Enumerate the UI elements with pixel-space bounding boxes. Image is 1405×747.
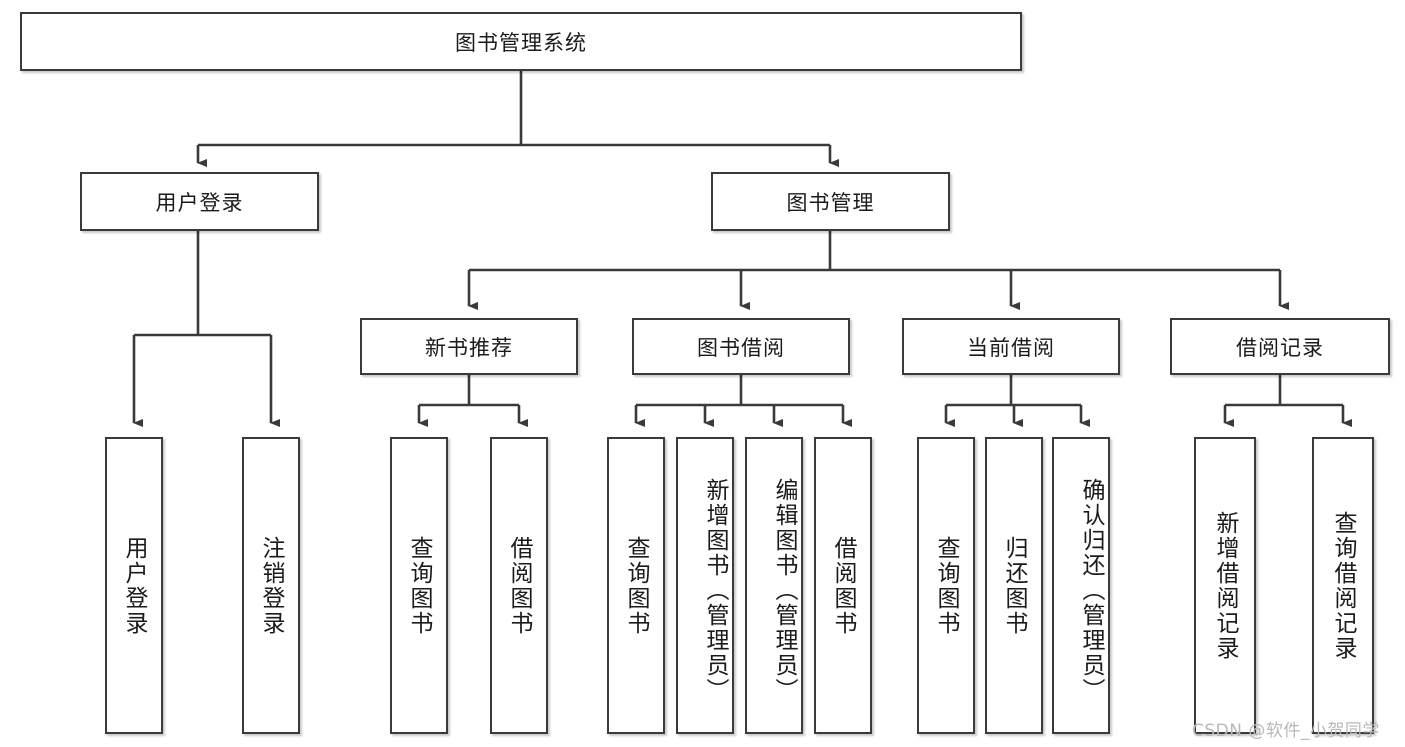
leaf-borrow-record-query-record[interactable]: 查询借阅记录 [1312, 437, 1374, 734]
leaf-current-borrow-query-book[interactable]: 查询图书 [917, 437, 975, 734]
leaf-label: 确认归还（管理员） [1078, 478, 1104, 703]
leaf-label: 查询借阅记录 [1330, 510, 1356, 661]
leaf-label: 用户登录 [121, 535, 147, 636]
leaf-label: 查询图书 [933, 535, 959, 636]
leaf-user-login-login[interactable]: 用户登录 [105, 437, 163, 734]
node-root[interactable]: 图书管理系统 [20, 12, 1022, 71]
leaf-current-borrow-confirm-return-admin[interactable]: 确认归还（管理员） [1052, 437, 1110, 734]
node-current-borrow[interactable]: 当前借阅 [902, 318, 1120, 375]
node-new-book-recommend-label: 新书推荐 [425, 335, 513, 360]
leaf-new-book-query-book[interactable]: 查询图书 [390, 437, 448, 734]
leaf-book-borrow-edit-book-admin[interactable]: 编辑图书（管理员） [745, 437, 803, 734]
node-book-management-label: 图书管理 [786, 190, 875, 215]
leaf-label: 编辑图书（管理员） [771, 478, 797, 703]
node-user-login-label: 用户登录 [155, 190, 244, 215]
node-user-login[interactable]: 用户登录 [80, 172, 319, 231]
leaf-book-borrow-add-book-admin[interactable]: 新增图书（管理员） [676, 437, 734, 734]
leaf-borrow-record-add-record[interactable]: 新增借阅记录 [1194, 437, 1256, 734]
leaf-label: 借阅图书 [506, 535, 532, 636]
leaf-label: 查询图书 [406, 535, 432, 636]
leaf-new-book-borrow-book[interactable]: 借阅图书 [490, 437, 548, 734]
node-borrow-record[interactable]: 借阅记录 [1170, 318, 1390, 375]
leaf-book-borrow-query-book[interactable]: 查询图书 [607, 437, 665, 734]
node-current-borrow-label: 当前借阅 [967, 335, 1055, 360]
leaf-label: 新增借阅记录 [1212, 510, 1238, 661]
node-new-book-recommend[interactable]: 新书推荐 [360, 318, 578, 375]
leaf-book-borrow-borrow-book[interactable]: 借阅图书 [814, 437, 872, 734]
watermark: CSDN @软件_小贺同学 [1192, 721, 1380, 741]
leaf-label: 新增图书（管理员） [702, 478, 728, 703]
leaf-label: 归还图书 [1001, 535, 1027, 636]
leaf-user-login-logout[interactable]: 注销登录 [242, 437, 300, 734]
node-book-management[interactable]: 图书管理 [711, 172, 950, 231]
node-root-label: 图书管理系统 [455, 30, 587, 55]
leaf-label: 查询图书 [623, 535, 649, 636]
leaf-label: 注销登录 [258, 535, 284, 636]
node-book-borrow-label: 图书借阅 [697, 335, 785, 360]
leaf-label: 借阅图书 [830, 535, 856, 636]
leaf-current-borrow-return-book[interactable]: 归还图书 [985, 437, 1043, 734]
node-book-borrow[interactable]: 图书借阅 [632, 318, 850, 375]
node-borrow-record-label: 借阅记录 [1236, 335, 1324, 360]
